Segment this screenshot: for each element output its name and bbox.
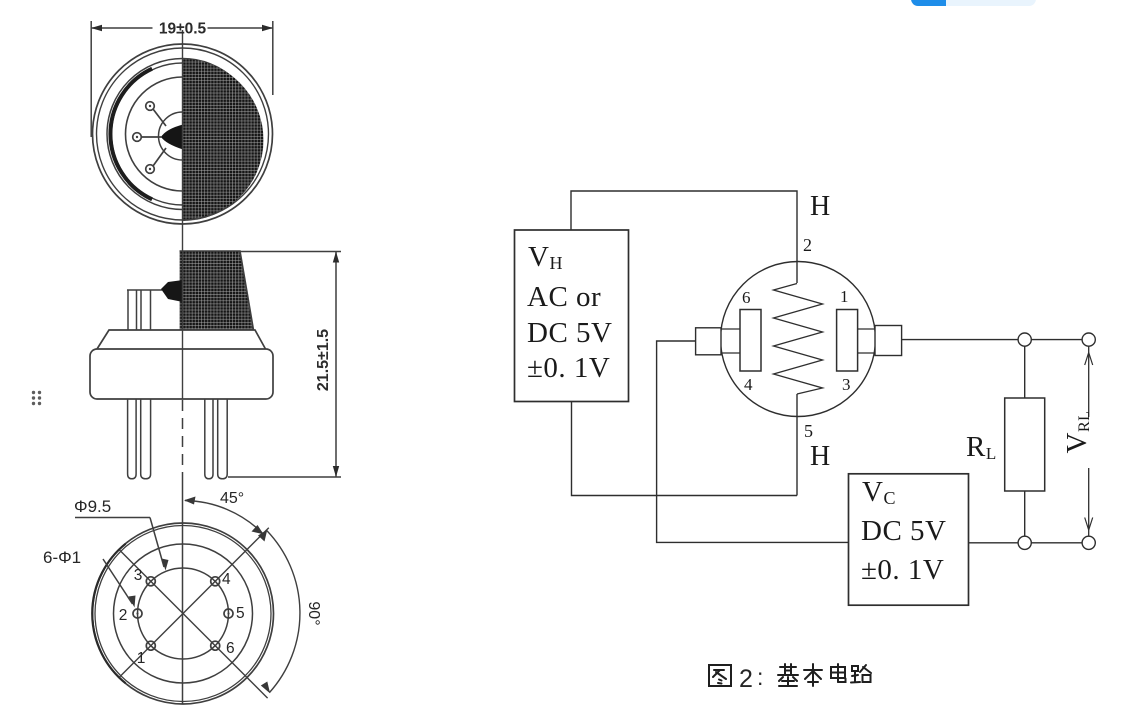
svg-text:H: H bbox=[810, 191, 831, 222]
svg-text:DC 5V: DC 5V bbox=[527, 317, 612, 349]
svg-text:21.5±1.5: 21.5±1.5 bbox=[315, 329, 332, 391]
svg-text:3: 3 bbox=[842, 375, 851, 394]
svg-text:H: H bbox=[810, 441, 831, 472]
svg-text:2: 2 bbox=[803, 235, 813, 255]
svg-text:6: 6 bbox=[226, 640, 235, 657]
svg-text:6: 6 bbox=[742, 288, 751, 307]
svg-text:±0. 1V: ±0. 1V bbox=[527, 352, 610, 384]
svg-text:VC: VC bbox=[862, 476, 896, 508]
svg-text:VH: VH bbox=[528, 241, 563, 273]
svg-text:1: 1 bbox=[137, 650, 146, 667]
svg-text:19±0.5: 19±0.5 bbox=[159, 21, 207, 38]
svg-text::: : bbox=[757, 664, 763, 690]
svg-text:AC or: AC or bbox=[527, 281, 601, 313]
svg-text:±0. 1V: ±0. 1V bbox=[861, 554, 944, 586]
svg-text:6-Φ1: 6-Φ1 bbox=[43, 548, 81, 567]
svg-text:DC 5V: DC 5V bbox=[861, 515, 946, 547]
svg-text:VRL: VRL bbox=[1061, 411, 1093, 454]
svg-text:2: 2 bbox=[739, 665, 753, 693]
svg-text:2: 2 bbox=[119, 607, 128, 624]
svg-text:1: 1 bbox=[840, 287, 849, 306]
svg-text:4: 4 bbox=[744, 375, 753, 394]
svg-text:Φ9.5: Φ9.5 bbox=[74, 497, 111, 516]
svg-text:45°: 45° bbox=[220, 490, 244, 507]
svg-text:90°: 90° bbox=[305, 601, 322, 625]
svg-text:5: 5 bbox=[236, 605, 245, 622]
svg-text:4: 4 bbox=[222, 571, 231, 588]
svg-text:3: 3 bbox=[134, 567, 143, 584]
svg-text:5: 5 bbox=[804, 421, 814, 441]
svg-text:RL: RL bbox=[966, 431, 997, 463]
